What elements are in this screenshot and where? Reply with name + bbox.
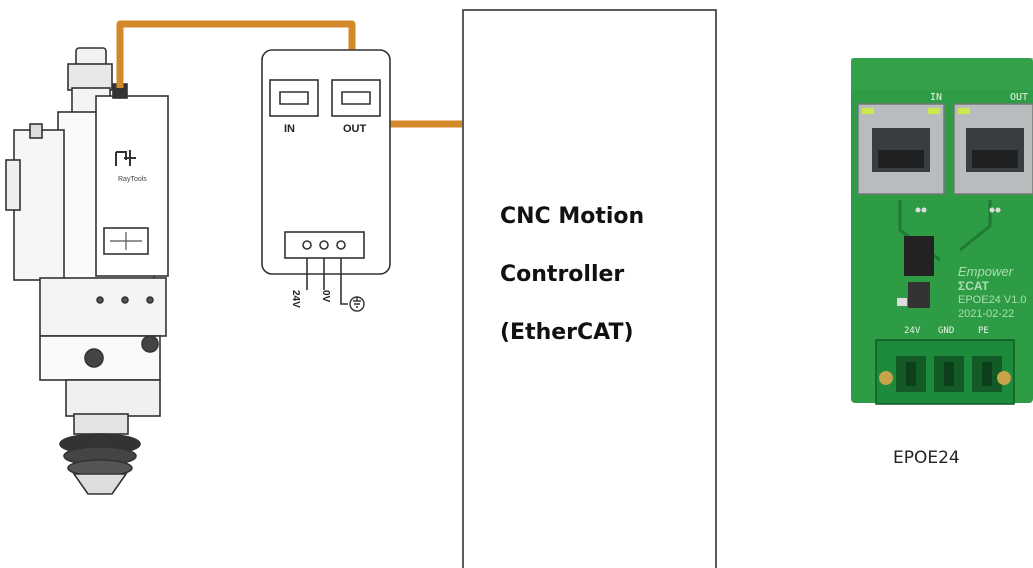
controller-box	[462, 9, 717, 568]
module-pin-24v: 24V	[290, 290, 301, 308]
board-brand-line-1: Empower	[958, 264, 1013, 279]
laser-cutting-head	[5, 47, 169, 495]
board-in-label: IN	[930, 92, 943, 103]
board-caption: EPOE24	[893, 448, 960, 468]
board-date-line: 2021-02-22	[958, 308, 1015, 320]
logo-text: RayTools	[118, 176, 147, 183]
ground-icon	[349, 296, 365, 312]
board-terminal-pe: PE	[978, 326, 989, 336]
controller-line-1: CNC Motion	[500, 204, 645, 229]
board-brand-line-2: ΣCAT	[958, 279, 989, 293]
board-terminal-24v: 24V	[904, 326, 921, 336]
epoe24-board	[851, 58, 1033, 405]
module-in-label: IN	[284, 123, 295, 135]
raytools-logo-icon	[115, 150, 136, 166]
module-out-label: OUT	[343, 123, 367, 135]
board-model-line: EPOE24 V1.0	[958, 294, 1027, 306]
controller-line-3: (EtherCAT)	[500, 320, 634, 345]
module-port-in	[269, 79, 319, 117]
board-out-label: OUT	[1010, 92, 1029, 103]
board-terminal-gnd: GND	[938, 326, 955, 336]
controller-line-2: Controller	[500, 262, 625, 287]
poe-module	[261, 49, 391, 305]
module-pin-0v: 0V	[320, 290, 331, 303]
module-port-out	[331, 79, 381, 117]
